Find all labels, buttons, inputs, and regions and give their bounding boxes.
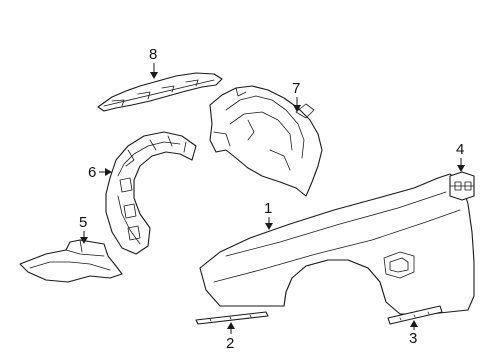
part-7-wheelhouse-liner: [209, 85, 323, 197]
callout-1: 1: [264, 200, 273, 230]
callout-6: 6: [88, 164, 112, 181]
part-1-fender: [199, 173, 475, 315]
part-3-molding: [387, 305, 443, 325]
part-8-upper-shield: [97, 72, 223, 112]
callout-7-label: 7: [292, 80, 300, 97]
callout-7: 7: [292, 80, 301, 112]
callout-6-label: 6: [88, 164, 96, 181]
part-2-molding: [195, 311, 269, 325]
callout-2: 2: [226, 322, 235, 352]
part-5-splash-shield: [19, 239, 123, 283]
part-4-bracket: [449, 171, 475, 201]
callout-5: 5: [79, 214, 88, 244]
callout-3: 3: [409, 320, 418, 347]
callout-5-label: 5: [79, 214, 87, 231]
callout-8: 8: [149, 46, 158, 79]
callout-8-label: 8: [149, 46, 157, 63]
callout-4-label: 4: [456, 141, 464, 158]
callout-4: 4: [456, 141, 465, 172]
part-6-wheelhouse-liner: [105, 131, 197, 255]
callout-3-label: 3: [409, 330, 417, 347]
callout-2-label: 2: [226, 335, 234, 352]
callout-1-label: 1: [264, 200, 272, 217]
